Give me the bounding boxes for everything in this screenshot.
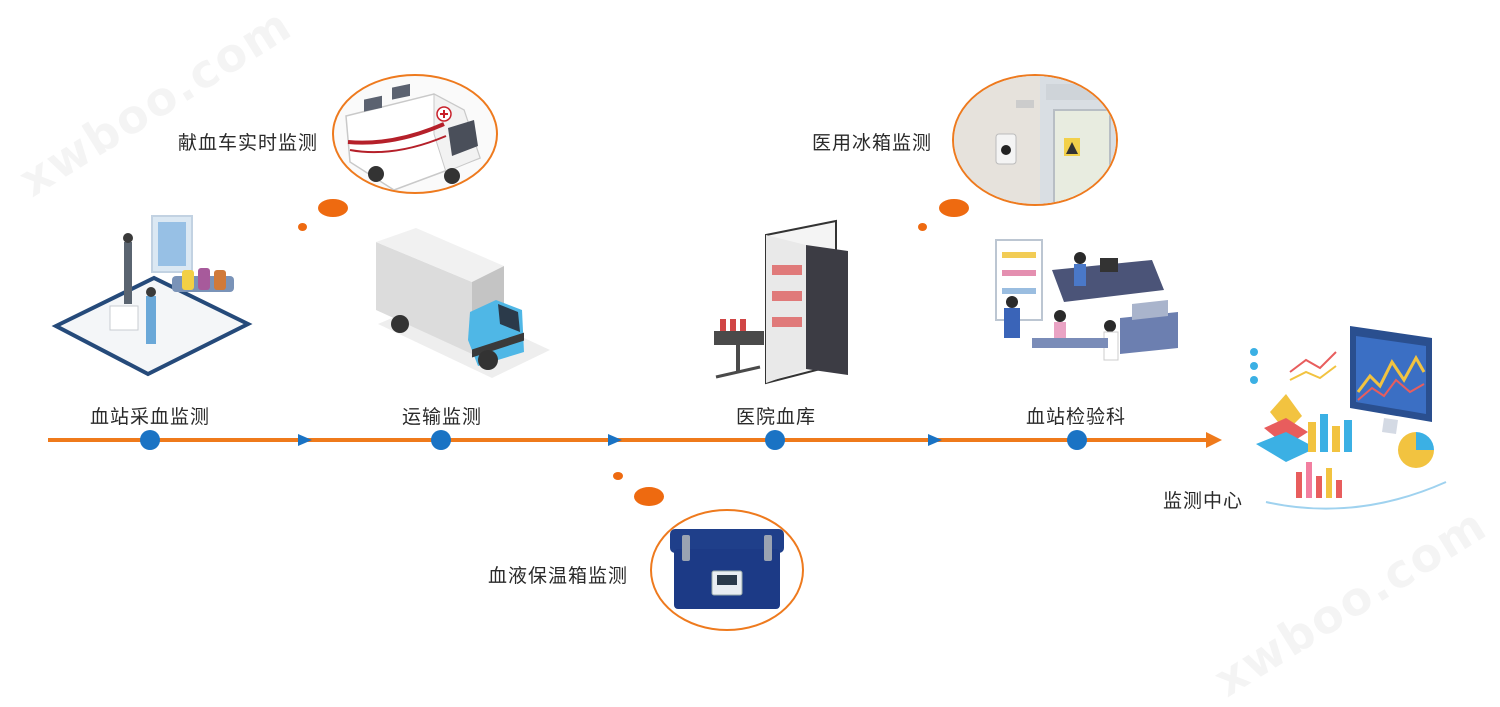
bubble-dot-small-3: [613, 472, 623, 480]
stage-label-transport: 运输监测: [402, 406, 483, 428]
monitoring-center-illustration: [1250, 326, 1447, 510]
transport-truck-illustration: [376, 228, 550, 378]
blood-bus-icon: [345, 83, 481, 191]
bubble-dot-large-3: [634, 487, 664, 506]
bubble-dot-small-2: [918, 223, 927, 231]
medical-fridge-bubble: [952, 74, 1118, 206]
stage-label-hospital-blood-bank: 医院血库: [736, 406, 817, 428]
timeline-node-3: [765, 430, 785, 450]
timeline-node-4: [1067, 430, 1087, 450]
callout-label-cooler-box: 血液保温箱监测: [488, 565, 629, 587]
blood-lab-illustration: [995, 239, 1178, 361]
timeline-arrow-1: [298, 434, 312, 446]
stage-label-lab: 血站检验科: [1026, 406, 1127, 428]
blood-bus-bubble: [332, 74, 498, 194]
timeline-node-2: [431, 430, 451, 450]
blood-bank-cabinet-illustration: [714, 219, 848, 385]
cooler-box-icon: [670, 529, 784, 609]
blood-collection-room-illustration: [51, 215, 253, 377]
end-label-monitoring-center: 监测中心: [1163, 490, 1244, 512]
callout-label-medical-fridge: 医用冰箱监测: [812, 132, 933, 154]
stage-label-blood-collection: 血站采血监测: [90, 406, 211, 428]
bubble-dot-large-1: [318, 199, 348, 217]
cooler-box-bubble: [650, 509, 804, 631]
timeline-end-arrow: [1206, 432, 1222, 448]
timeline-arrow-3: [928, 434, 942, 446]
bubble-dot-small-1: [298, 223, 307, 231]
medical-fridge-icon: [954, 76, 1116, 204]
timeline-arrow-2: [608, 434, 622, 446]
timeline-node-1: [140, 430, 160, 450]
callout-label-blood-bus: 献血车实时监测: [178, 132, 319, 154]
